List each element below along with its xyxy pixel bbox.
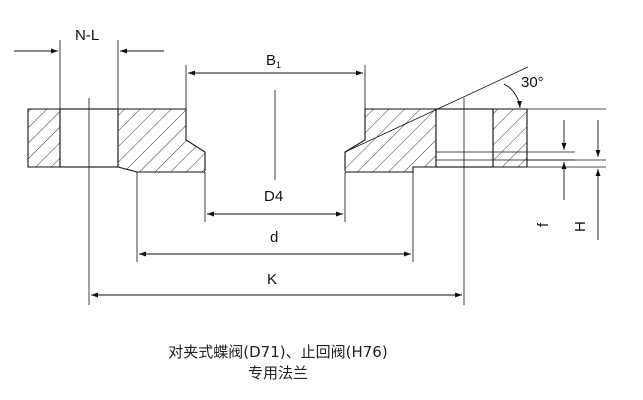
left-hub (117, 108, 206, 173)
d-label: d (270, 229, 278, 246)
f-label: f (535, 222, 552, 227)
h-label: H (572, 221, 589, 232)
dimension-lines (14, 48, 601, 298)
d4-label: D4 (264, 188, 283, 205)
flange-section (27, 108, 528, 173)
b1-label: B1 (266, 52, 281, 70)
right-bolt-hole (435, 108, 494, 168)
angle-label: 30° (521, 74, 544, 91)
angle-arc (503, 83, 522, 109)
n-l-label: N-L (75, 27, 99, 44)
caption-line-1: 对夹式蝶阀(D71)、止回阀(H76) (168, 343, 387, 361)
center-lines (88, 90, 465, 305)
k-label: K (267, 271, 277, 288)
right-flange-body (492, 108, 528, 168)
right-hub (344, 108, 437, 173)
caption-line-2: 专用法兰 (248, 364, 308, 382)
left-flange-body (27, 108, 61, 168)
extension-lines (59, 40, 606, 262)
